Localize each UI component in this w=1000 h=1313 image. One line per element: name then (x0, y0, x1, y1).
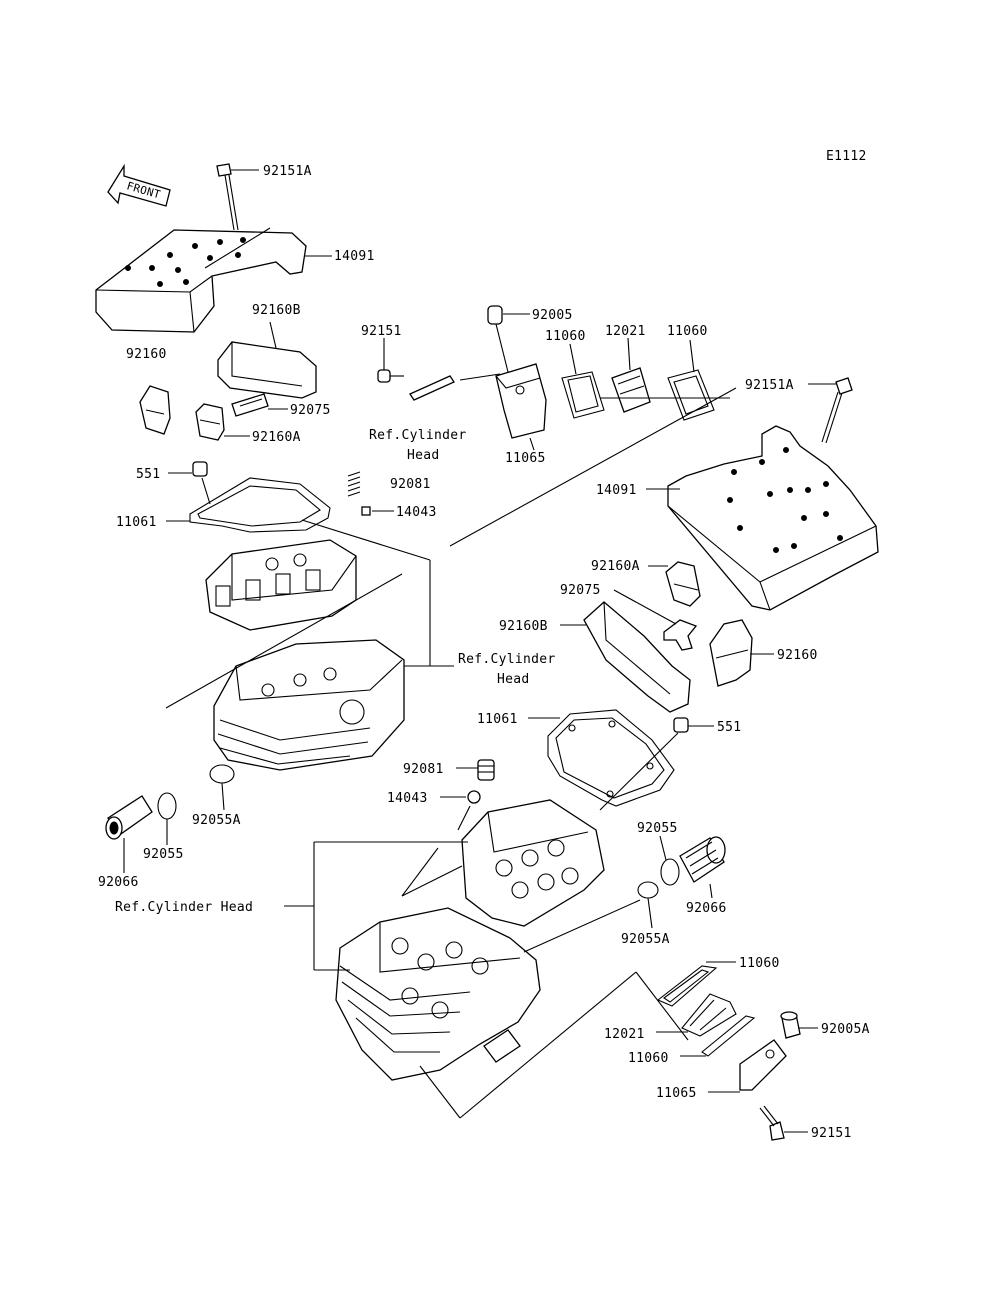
part-label: 92160 (126, 347, 167, 362)
part-label: 11060 (739, 956, 780, 971)
cap-551-right[interactable] (673, 717, 689, 733)
spring-92081-low[interactable] (477, 759, 495, 781)
damper-92075-top[interactable] (231, 393, 269, 417)
part-label: 11061 (477, 712, 518, 727)
cover-14091-right[interactable] (667, 425, 879, 611)
part-label: 11065 (505, 451, 546, 466)
part-label: 92005 (532, 308, 573, 323)
gasket-11061-top[interactable] (189, 477, 331, 533)
cover-92160B-right[interactable] (583, 601, 691, 713)
ref-cylinder-head-label-3: Ref.Cylinder Head (115, 900, 253, 915)
part-label: 92160A (252, 430, 301, 445)
part-label: 11061 (116, 515, 157, 530)
o-ring-92055-left[interactable] (157, 792, 177, 820)
part-label: 92151 (811, 1126, 852, 1141)
diagram-code: E1112 (826, 149, 867, 164)
part-label: 92055 (637, 821, 678, 836)
part-label: 11060 (628, 1051, 669, 1066)
cover-92160B-top[interactable] (217, 341, 317, 399)
gasket-11060-low1[interactable] (656, 965, 718, 1007)
cover-92160-right[interactable] (709, 619, 753, 687)
bolt-92151A-top[interactable] (216, 163, 239, 231)
ref-cylinder-head-label-1: Ref.Cylinder (369, 428, 467, 443)
cylinder-head-rear (205, 539, 405, 771)
part-label: 92160A (591, 559, 640, 574)
part-label: 92151A (263, 164, 312, 179)
reed-valve-12021-top[interactable] (611, 367, 651, 413)
part-label: 92066 (686, 901, 727, 916)
cover-92160-top[interactable] (139, 385, 171, 435)
part-label: 92055 (143, 847, 184, 862)
part-label: 14043 (387, 791, 428, 806)
part-label: 12021 (605, 324, 646, 339)
gasket-11060-b[interactable] (667, 369, 715, 421)
damper-92075-right[interactable] (663, 619, 698, 651)
part-label: 551 (136, 467, 160, 482)
o-ring-92055A-left[interactable] (209, 764, 235, 784)
part-label: 92160B (499, 619, 548, 634)
spring-92081-top[interactable] (347, 471, 361, 497)
cylinder-head-front (335, 799, 605, 1081)
part-label: 92055A (192, 813, 241, 828)
ref-cylinder-head-label-2: Ref.Cylinder (458, 652, 556, 667)
part-label: 92160 (777, 648, 818, 663)
plug-14043-low[interactable] (467, 790, 481, 804)
part-label: 92075 (560, 583, 601, 598)
valve-11065-low[interactable] (739, 1039, 787, 1091)
pipe-92066-left[interactable] (105, 795, 153, 840)
cover-92160A-top[interactable] (195, 403, 225, 441)
cap-551-top[interactable] (192, 461, 208, 477)
part-label: 14091 (596, 483, 637, 498)
part-label: 551 (717, 720, 741, 735)
part-label: 92075 (290, 403, 331, 418)
ref-cylinder-head-label-1b: Head (407, 448, 440, 463)
bolt-92151-mid[interactable] (377, 369, 404, 383)
gasket-11060-low2[interactable] (701, 1015, 756, 1057)
part-label: 92055A (621, 932, 670, 947)
part-label: 92151 (361, 324, 402, 339)
cap-92005[interactable] (487, 305, 503, 325)
o-ring-92055A-right[interactable] (637, 881, 659, 899)
bolt-92151A-right[interactable] (821, 377, 853, 444)
part-label: 92151A (745, 378, 794, 393)
part-label: 11060 (667, 324, 708, 339)
part-label: 92160B (252, 303, 301, 318)
part-label: 14043 (396, 505, 437, 520)
front-arrow-icon: FRONT (107, 163, 171, 207)
bolt-92151-low[interactable] (759, 1105, 785, 1141)
part-label: 11060 (545, 329, 586, 344)
gasket-11061-right[interactable] (547, 709, 675, 807)
part-label: 92005A (821, 1022, 870, 1037)
part-label: 11065 (656, 1086, 697, 1101)
cover-14091-top[interactable] (95, 227, 307, 333)
part-label: 92081 (403, 762, 444, 777)
part-label: 92081 (390, 477, 431, 492)
ref-cylinder-head-label-2b: Head (497, 672, 530, 687)
valve-11065-top[interactable] (495, 363, 547, 439)
gasket-11060-a[interactable] (561, 371, 605, 419)
part-label: 14091 (334, 249, 375, 264)
dowel-pin (409, 375, 455, 401)
part-label: 92066 (98, 875, 139, 890)
pipe-92066-right[interactable] (679, 836, 726, 883)
cap-92005A[interactable] (780, 1011, 801, 1039)
cover-92160A-right[interactable] (665, 561, 701, 607)
plug-14043-top[interactable] (361, 506, 371, 516)
o-ring-92055-right[interactable] (660, 858, 680, 886)
part-label: 12021 (604, 1027, 645, 1042)
reed-valve-12021-low[interactable] (681, 993, 737, 1037)
